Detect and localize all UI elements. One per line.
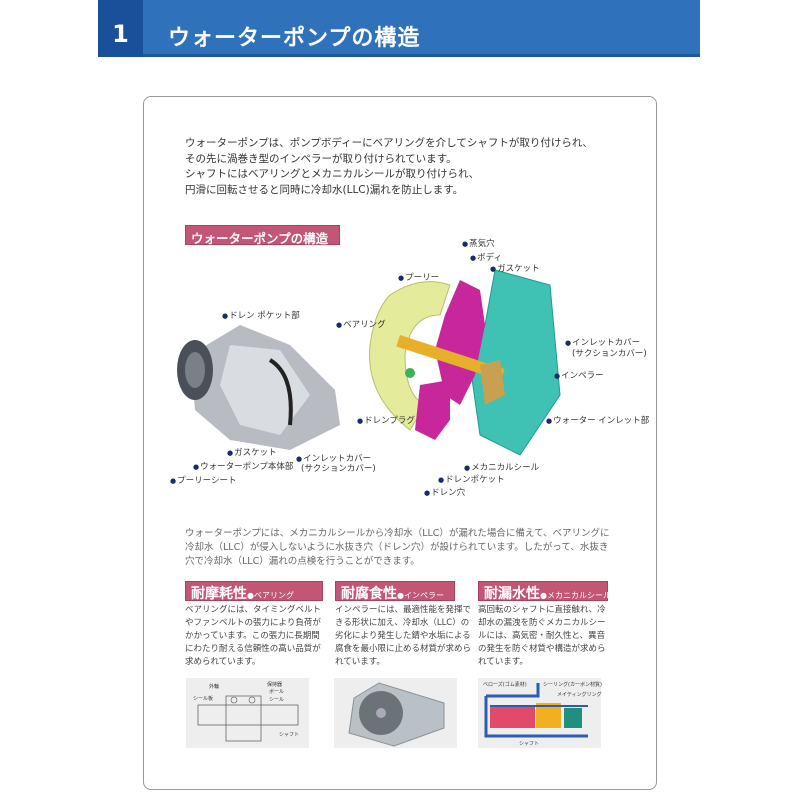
section-body-leak: 高回転のシャフトに直接触れ、冷却水の漏洩を防ぐメカニカルシールには、高気密・耐久… [478, 605, 606, 667]
label-inlet-cover-right: インレットカバー [565, 336, 640, 348]
label-gasket: ガスケット [227, 446, 277, 458]
pump-photo [177, 325, 340, 450]
section-number: 1 [98, 0, 143, 57]
label-drain-pocket: ドレン ポケット部 [222, 309, 300, 321]
bearing-label: シャフト [279, 732, 300, 738]
label-drain-hole: ドレン穴 [424, 486, 465, 498]
bearing-label: シール [269, 697, 285, 703]
label-bearing: ベアリング [336, 318, 386, 330]
heading-text: 耐漏水性 [484, 586, 540, 602]
label-steam-hole: 蒸気穴 [462, 237, 495, 249]
label-pump-body: ウォーターポンプ本体部 [193, 460, 293, 472]
label-water-inlet: ウォーター インレット部 [546, 414, 649, 426]
bearing-diagram: 外輪 保持器 ボール シール板 シール シャフト [186, 678, 309, 748]
label-gasket-right: ガスケット [490, 262, 540, 274]
heading-text: 耐摩耗性 [191, 586, 247, 602]
label-mechanical-seal: メカニカルシール [464, 461, 539, 473]
label-inlet-cover: インレットカバー [296, 452, 371, 464]
label-drain-plug: ドレンプラグ [357, 414, 415, 426]
label-drain-pocket-right: ドレンポケット [438, 473, 505, 485]
label-impeller: インペラー [554, 369, 604, 381]
heading-sub: ●インペラー [397, 591, 444, 600]
seal-label: ベローズ(ゴム素材) [483, 682, 527, 688]
intro-line: ウォーターポンプは、ポンプボディーにベアリングを介してシャフトが取り付けられ、 [185, 137, 593, 149]
seal-label: シャフト [519, 741, 540, 747]
section-heading-leak: 耐漏水性●メカニカルシール [478, 581, 611, 602]
intro-line: 円滑に回転させると同時に冷却水(LLC)漏れを防止します。 [185, 183, 464, 196]
seal-label: シーリング(カーボン材質) [543, 682, 602, 688]
note-text: ウォーターポンプには、メカニカルシールから冷却水（LLC）が漏れた場合に備えて、… [185, 528, 610, 567]
diagram-title: ウォーターポンプの構造図 [185, 225, 340, 265]
heading-sub: ●メカニカルシール [540, 591, 611, 600]
label-pulley-seat: プーリーシート [170, 474, 236, 486]
heading-text: 耐腐食性 [341, 586, 397, 602]
heading-sub: ●ベアリング [247, 591, 294, 600]
section-body-corrosion: インペラーには、最適性能を発揮できる形状に加え、冷却水（LLC）の劣化により発生… [335, 605, 472, 667]
bearing-label: ボール [269, 689, 285, 695]
section-body-wear: ベアリングには、タイミングベルトやファンベルトの張力により負荷がかかっています。… [185, 605, 322, 667]
exploded-diagram [369, 269, 561, 456]
mechanical-seal-diagram: ベローズ(ゴム素材) シーリング(カーボン材質) メイティングリング シャフト [478, 678, 602, 748]
seal-label: メイティングリング [557, 692, 602, 698]
label-body: ボディ [470, 251, 502, 263]
label-pulley: プーリー [398, 271, 439, 283]
intro-line: シャフトにはベアリングとメカニカルシールが取り付けられ、 [185, 168, 480, 180]
section-heading-wear: 耐摩耗性●ベアリング [185, 581, 323, 602]
section-header: 1 ウォーターポンプの構造 [98, 0, 700, 57]
label-inlet-cover-sub: (サクションカバー) [301, 464, 376, 474]
section-heading-corrosion: 耐腐食性●インペラー [335, 581, 455, 602]
content-card [143, 96, 657, 790]
impeller-photo [334, 678, 457, 748]
section-title: ウォーターポンプの構造 [168, 26, 421, 51]
intro-text: ウォーターポンプは、ポンプボディーにベアリングを介してシャフトが取り付けられ、 … [185, 136, 593, 198]
bearing-label: 外輪 [209, 684, 220, 690]
label-inlet-cover-right-sub: (サクションカバー) [572, 349, 647, 359]
bearing-label: シール板 [193, 696, 214, 702]
intro-line: その先に渦巻き型のインペラーが取り付けられています。 [185, 152, 457, 165]
bearing-label: 保持器 [267, 682, 283, 688]
